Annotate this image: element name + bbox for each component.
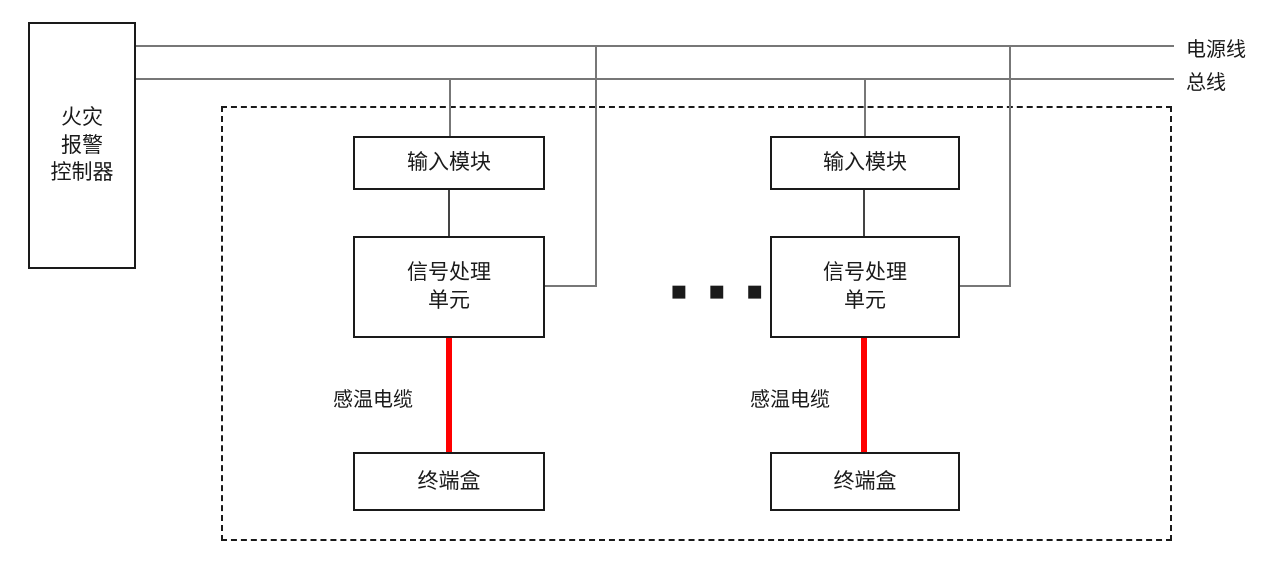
- legend-label-power-line: 电源线: [1186, 37, 1246, 61]
- cluster-ellipsis: ▪ ▪ ▪: [670, 276, 770, 306]
- protected-zone-boundary: [221, 106, 1172, 541]
- power-elbow-left: [545, 285, 597, 287]
- bus-drop-right: [864, 78, 866, 136]
- power-line-trunk: [136, 45, 1174, 47]
- cable-label-right: 感温电缆: [750, 387, 830, 411]
- bus-drop-left: [449, 78, 451, 136]
- power-drop-left: [595, 45, 597, 287]
- module-to-unit-link-left: [448, 190, 450, 236]
- terminal-box-right[interactable]: 终端盒: [770, 452, 960, 511]
- input-module-left[interactable]: 输入模块: [353, 136, 545, 190]
- cable-label-left: 感温电缆: [333, 387, 413, 411]
- module-to-unit-link-right: [863, 190, 865, 236]
- bus-line-trunk: [136, 78, 1174, 80]
- signal-processing-unit-right[interactable]: 信号处理 单元: [770, 236, 960, 338]
- signal-processing-unit-left[interactable]: 信号处理 单元: [353, 236, 545, 338]
- heat-sensing-cable-right: [861, 338, 867, 454]
- terminal-box-left[interactable]: 终端盒: [353, 452, 545, 511]
- power-elbow-right: [960, 285, 1011, 287]
- power-drop-right: [1009, 45, 1011, 287]
- legend-label-bus-line: 总线: [1186, 70, 1226, 94]
- heat-sensing-cable-left: [446, 338, 452, 454]
- input-module-right[interactable]: 输入模块: [770, 136, 960, 190]
- fire-alarm-controller[interactable]: 火灾 报警 控制器: [28, 22, 136, 269]
